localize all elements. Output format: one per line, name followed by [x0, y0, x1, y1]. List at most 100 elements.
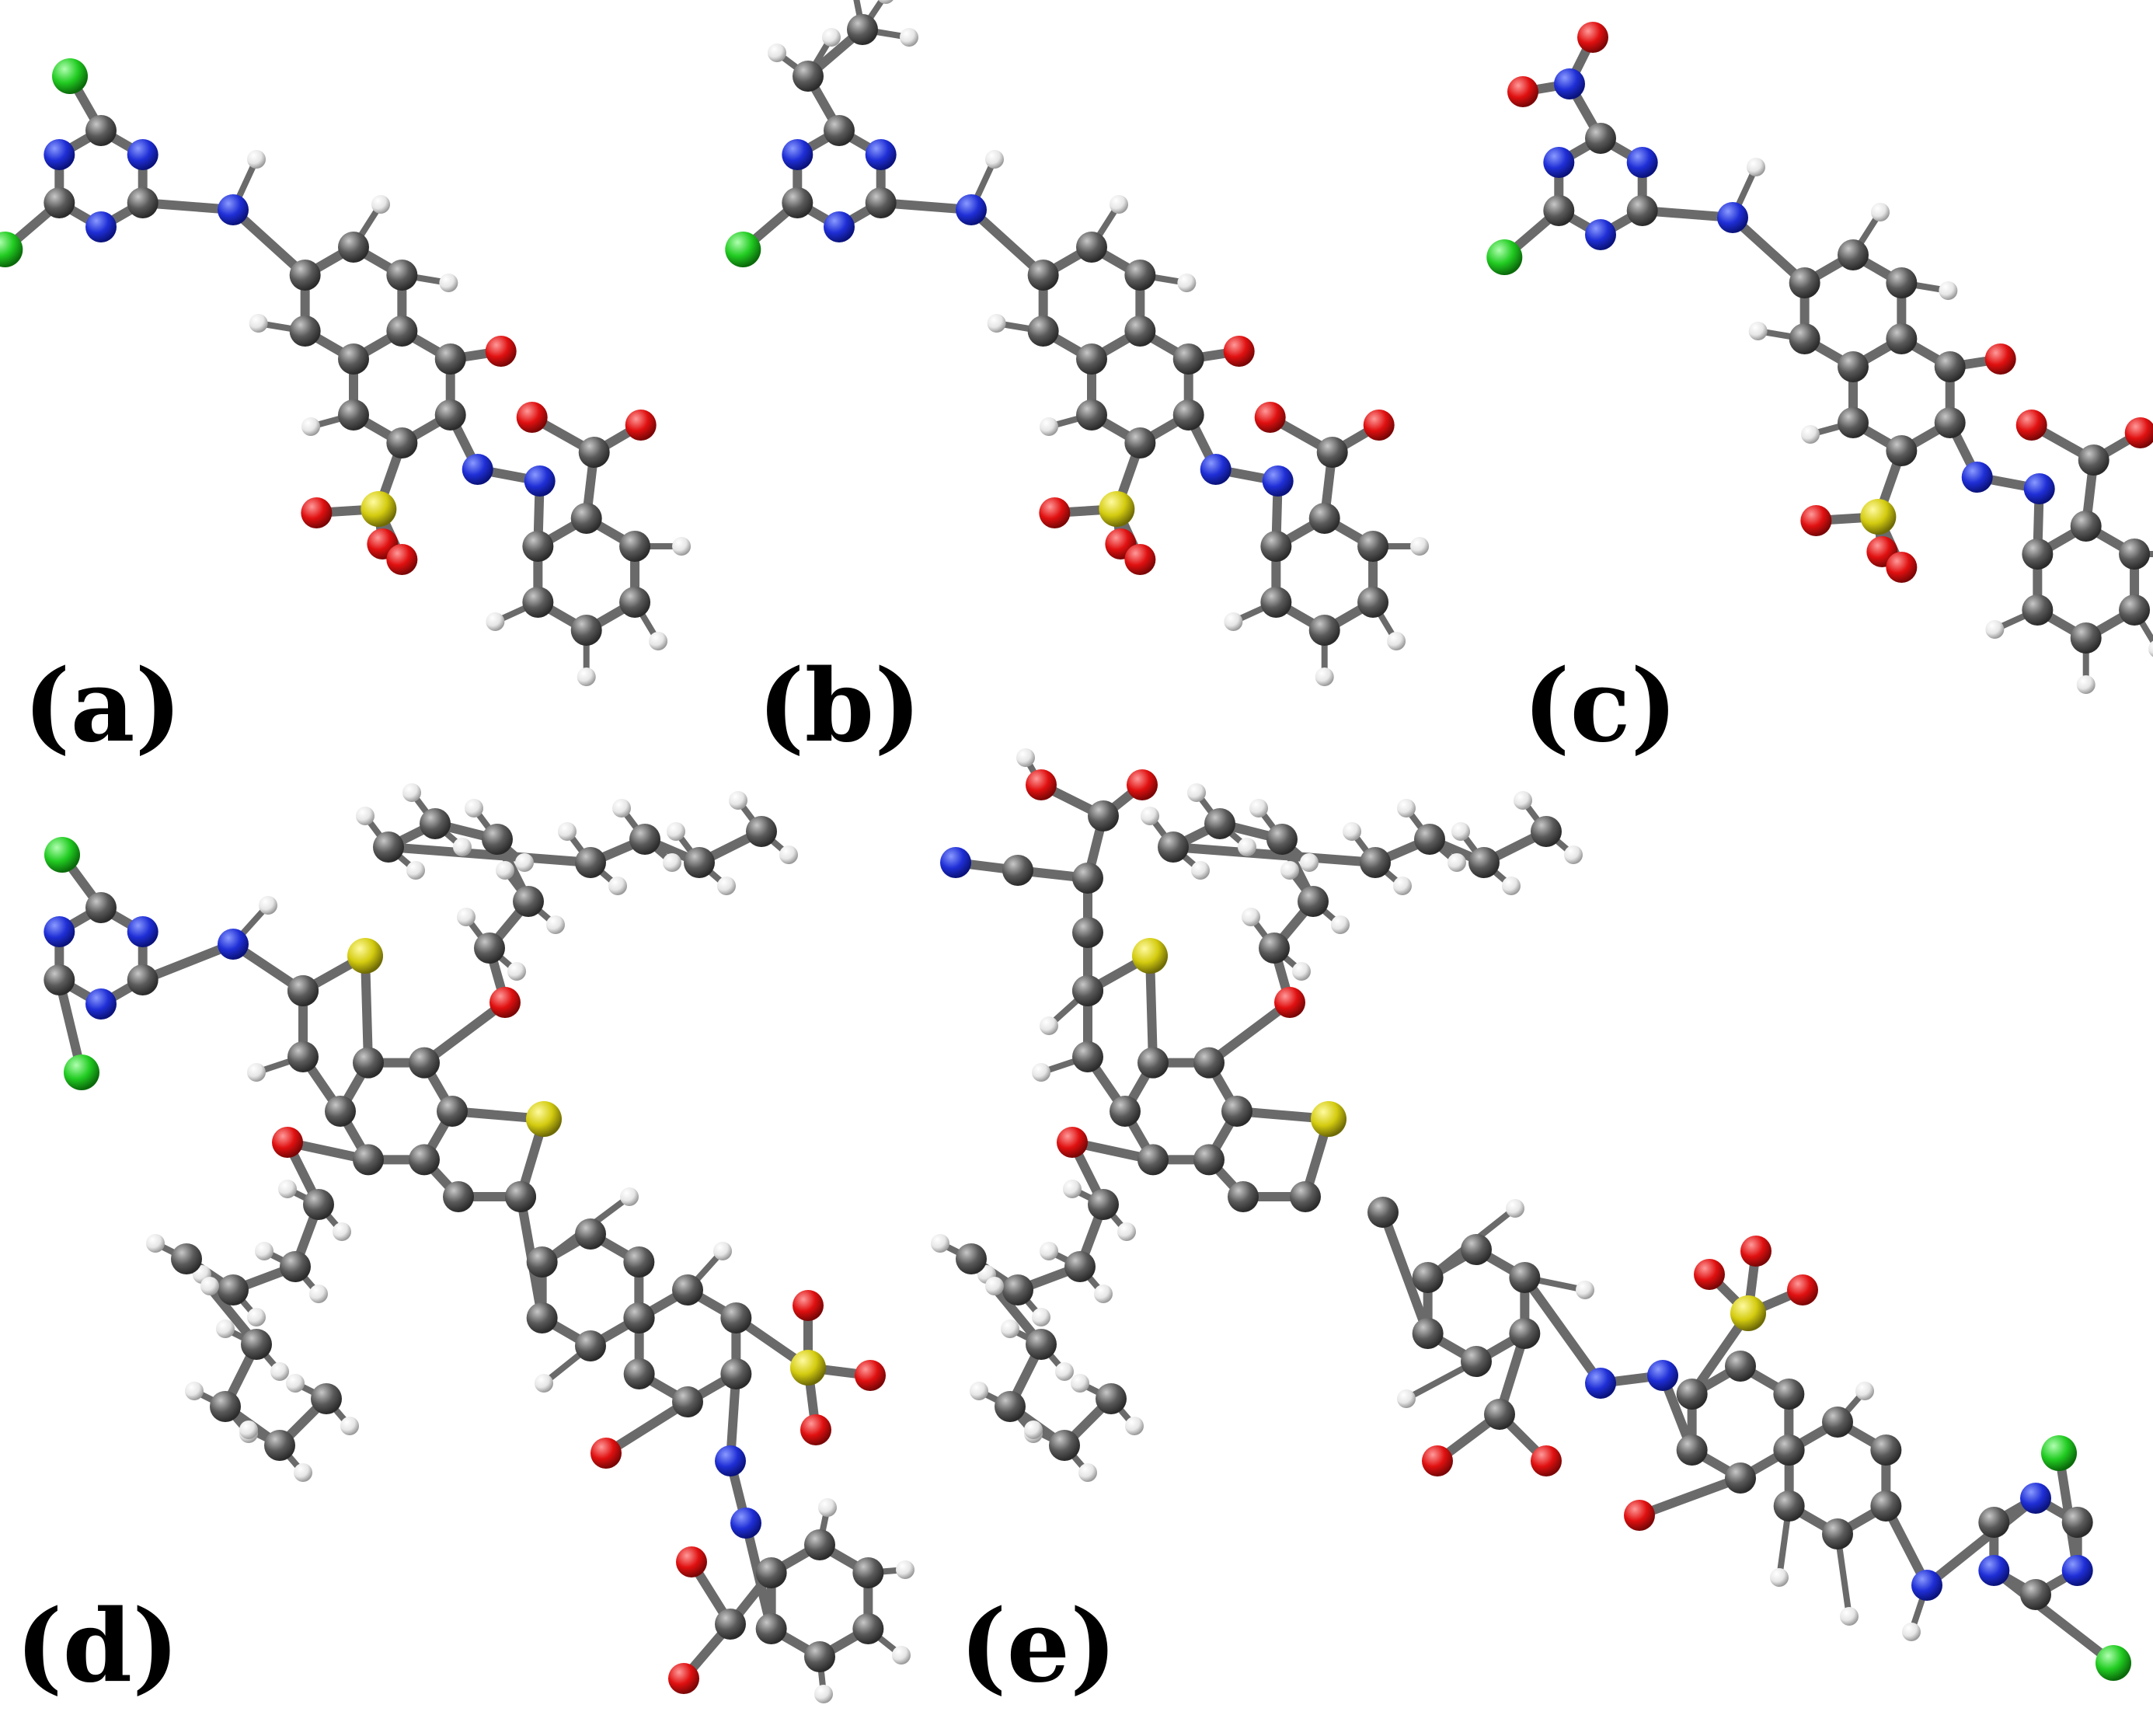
carbon-atom: [623, 1302, 655, 1333]
oxygen-atom: [1740, 1236, 1772, 1267]
carbon-atom: [287, 975, 319, 1006]
hydrogen-atom: [1576, 1281, 1594, 1299]
carbon-atom: [1096, 1383, 1127, 1414]
hydrogen-atom: [1110, 195, 1128, 214]
hydrogen-atom: [535, 1374, 553, 1393]
molecule-b-atoms: [725, 0, 1430, 686]
chlorine-atom: [2096, 1645, 2131, 1681]
bond: [1989, 1566, 2118, 1668]
nitrogen-atom: [44, 139, 75, 170]
carbon-atom: [782, 187, 813, 218]
hydrogen-atom: [294, 1463, 312, 1482]
nitrogen-atom: [85, 211, 117, 242]
carbon-atom: [1509, 1318, 1541, 1349]
hydrogen-atom: [247, 150, 266, 169]
carbon-atom: [1585, 123, 1616, 154]
hydrogen-atom: [1063, 1180, 1082, 1198]
carbon-atom: [85, 115, 117, 146]
carbon-atom: [1934, 407, 1966, 438]
panel-label-e: (e): [960, 1588, 1117, 1705]
carbon-atom: [280, 1251, 311, 1282]
carbon-atom: [1002, 1274, 1033, 1305]
nitrogen-atom: [865, 139, 897, 170]
carbon-atom: [373, 831, 404, 863]
carbon-atom: [303, 1189, 334, 1220]
carbon-atom: [715, 1609, 746, 1640]
carbon-atom: [619, 531, 651, 562]
carbon-atom: [522, 531, 554, 562]
carbon-atom: [44, 964, 75, 995]
carbon-atom: [1124, 315, 1156, 347]
carbon-atom: [1886, 323, 1918, 354]
oxygen-atom: [1254, 402, 1286, 433]
carbon-atom: [171, 1243, 202, 1274]
hydrogen-atom: [146, 1234, 165, 1253]
carbon-atom: [1461, 1346, 1492, 1377]
hydrogen-atom: [402, 783, 421, 802]
oxygen-atom: [1057, 1127, 1088, 1158]
molecule-e-atoms: [931, 783, 1583, 1482]
carbon-atom: [847, 14, 878, 45]
oxygen-atom: [1039, 497, 1071, 528]
oxygen-atom: [1886, 552, 1918, 583]
hydrogen-atom: [900, 28, 918, 47]
nitrogen-atom: [2061, 1555, 2093, 1586]
bond: [601, 1397, 692, 1458]
hydrogen-atom: [278, 1180, 297, 1198]
hydrogen-atom: [1040, 1242, 1058, 1260]
nitrogen-atom: [44, 916, 75, 947]
carbon-atom: [1064, 1251, 1096, 1282]
carbon-atom: [1088, 1189, 1119, 1220]
carbon-atom: [1822, 1407, 1853, 1438]
carbon-atom: [672, 1386, 703, 1417]
hydrogen-atom: [1939, 281, 1958, 300]
carbon-atom: [437, 1096, 468, 1127]
oxygen-atom: [1223, 336, 1255, 367]
carbon-atom: [1290, 1181, 1321, 1212]
molecule-a-bonds: [0, 71, 685, 680]
bond: [1204, 998, 1294, 1068]
hydrogen-atom: [2076, 675, 2096, 694]
hydrogen-atom: [270, 1362, 289, 1381]
chlorine-atom: [44, 837, 80, 873]
panel-label-c: (c): [1523, 648, 1678, 765]
hydrogen-atom: [892, 1646, 911, 1665]
carbon-atom: [793, 61, 824, 92]
carbon-atom: [824, 115, 855, 146]
carbon-atom: [1468, 847, 1500, 878]
carbon-atom: [1822, 1518, 1853, 1550]
carbon-atom: [1367, 1197, 1399, 1228]
hydrogen-atom: [1224, 612, 1243, 631]
carbon-atom: [1072, 863, 1103, 894]
carbon-atom: [1870, 1434, 1902, 1466]
bond: [138, 939, 238, 985]
oxygen-atom: [485, 336, 517, 367]
hydrogen-atom: [1387, 632, 1406, 650]
hydrogen-atom: [1125, 1417, 1144, 1435]
carbon-atom: [1886, 435, 1918, 466]
sulfur-atom: [1099, 491, 1135, 527]
hydrogen-atom: [558, 822, 577, 841]
carbon-atom: [1789, 267, 1820, 298]
carbon-atom: [1124, 427, 1156, 458]
carbon-atom: [44, 187, 75, 218]
hydrogen-atom: [1242, 908, 1260, 926]
hydrogen-atom: [672, 537, 692, 556]
oxygen-atom: [1531, 1445, 1562, 1476]
hydrogen-atom: [612, 799, 631, 817]
carbon-atom: [522, 587, 554, 618]
carbon-atom: [1228, 1181, 1259, 1212]
carbon-atom: [1260, 531, 1292, 562]
hydrogen-atom: [1187, 783, 1206, 802]
carbon-atom: [1076, 343, 1107, 375]
carbon-atom: [1266, 824, 1298, 855]
hydrogen-atom: [818, 1498, 837, 1517]
carbon-atom: [127, 187, 159, 218]
carbon-atom: [526, 1302, 558, 1333]
carbon-atom: [1725, 1462, 1756, 1494]
carbon-atom: [575, 1330, 606, 1361]
hydrogen-atom: [1747, 158, 1765, 176]
hydrogen-atom: [970, 1382, 988, 1400]
hydrogen-atom: [333, 1222, 351, 1241]
